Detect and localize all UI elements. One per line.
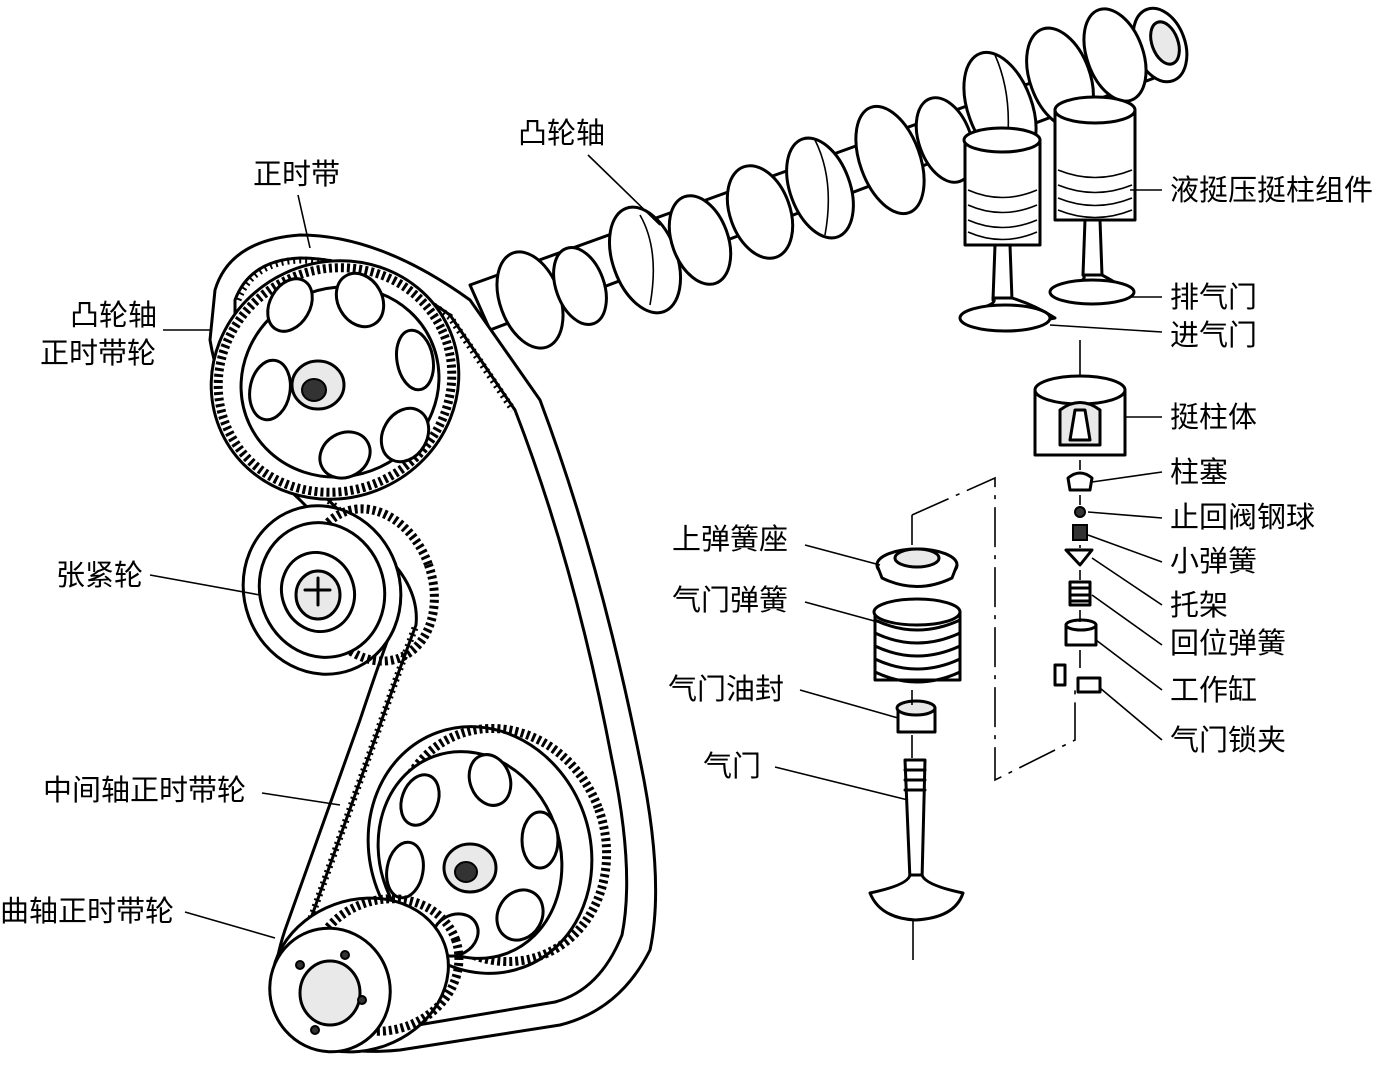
leader-lines [149,154,1163,939]
label-hydraulic-lifter-assembly: 液挺压挺柱组件 [1170,173,1374,207]
label-intermediate-pulley: 中间轴正时带轮 [43,773,247,807]
label-working-cylinder: 工作缸 [1170,673,1258,707]
label-tensioner: 张紧轮 [56,558,144,592]
label-valve: 气门 [703,749,762,783]
label-upper-spring-seat: 上弹簧座 [672,522,789,556]
label-cam-pulley-line2: 正时带轮 [40,336,157,370]
valve-exploded-view [868,476,1076,960]
label-check-ball: 止回阀钢球 [1170,500,1316,534]
label-exhaust-valve: 排气门 [1170,280,1258,314]
lifter-valve-assembly [958,95,1137,333]
crank-pulley-drawing [268,894,464,1054]
camshaft-drawing [468,6,1189,350]
label-small-spring: 小弹簧 [1170,544,1258,578]
tensioner-drawing [241,504,439,676]
label-plunger: 柱塞 [1170,455,1229,489]
intermediate-pulley-drawing [366,723,612,975]
label-valve-keeper: 气门锁夹 [1170,723,1287,757]
label-bracket: 托架 [1170,588,1229,622]
label-return-spring: 回位弹簧 [1170,626,1287,660]
label-camshaft: 凸轮轴 [518,116,606,150]
label-cam-pulley-line1: 凸轮轴 [70,298,158,332]
label-tappet-body: 挺柱体 [1170,400,1258,434]
label-valve-spring: 气门弹簧 [672,583,789,617]
label-crank-pulley: 曲轴正时带轮 [0,894,175,928]
label-timing-belt: 正时带 [253,157,341,191]
label-intake-valve: 进气门 [1170,318,1258,352]
cam-pulley-drawing [209,259,461,501]
label-valve-oil-seal: 气门油封 [668,672,785,706]
lifter-exploded-view [1033,340,1127,694]
